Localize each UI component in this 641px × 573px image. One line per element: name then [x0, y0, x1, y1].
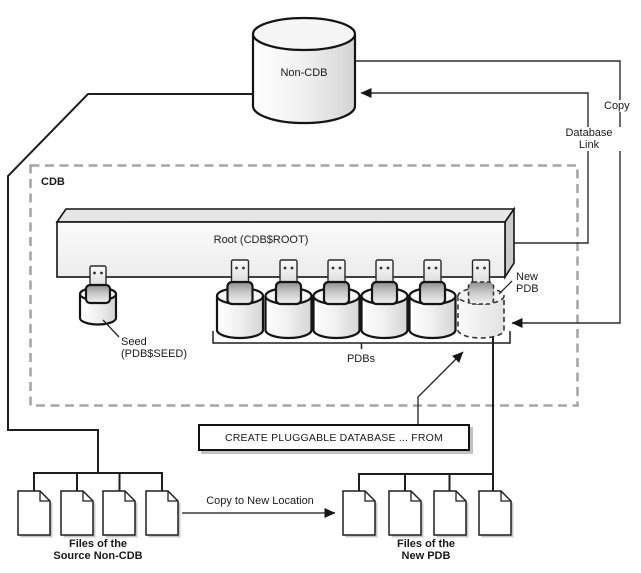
non-cdb-cylinder [251, 16, 357, 125]
file-icon [17, 490, 54, 539]
plug-icon [84, 265, 112, 305]
cdb-label: CDB [41, 176, 65, 188]
seed-label: Seed (PDB$SEED) [121, 336, 188, 360]
new-pdb-label-pointer [498, 280, 513, 295]
new-files-group [342, 490, 515, 539]
file-icon [102, 490, 139, 539]
source-files-label: Files of the Source Non-CDB [53, 538, 143, 562]
file-icon [478, 490, 515, 539]
file-icon [388, 490, 425, 539]
plug-icon [467, 259, 495, 305]
new-pdb-label: New PDB [516, 271, 539, 295]
new-files-connector-line [358, 336, 494, 491]
command-arrow [417, 351, 464, 424]
command-label: CREATE PLUGGABLE DATABASE ... FROM [224, 431, 443, 444]
file-icon [145, 490, 182, 539]
file-icon [342, 490, 379, 539]
new-pdb-cylinder [457, 259, 513, 339]
new-files-label: Files of the New PDB [396, 538, 456, 562]
file-icon [433, 490, 470, 539]
seed-cylinder [78, 265, 120, 338]
source-files-connector-line [7, 93, 253, 491]
database-link-line [360, 88, 589, 244]
database-link-label: Database Link [557, 127, 621, 151]
cdb-container-box [29, 164, 579, 407]
non-cdb-label: Non-CDB [280, 67, 328, 79]
copy-to-new-location-label: Copy to New Location [206, 495, 314, 507]
seed-label-pointer [102, 319, 120, 338]
copy-label: Copy [603, 100, 631, 112]
copy-line [355, 60, 621, 328]
source-files-group [17, 490, 182, 539]
file-icon [60, 490, 97, 539]
root-label: Root (CDB$ROOT) [213, 234, 309, 246]
pdbs-label: PDBs [346, 353, 376, 365]
create-pluggable-database-box: CREATE PLUGGABLE DATABASE ... FROM [198, 424, 470, 451]
pdbs-bracket [212, 331, 511, 349]
